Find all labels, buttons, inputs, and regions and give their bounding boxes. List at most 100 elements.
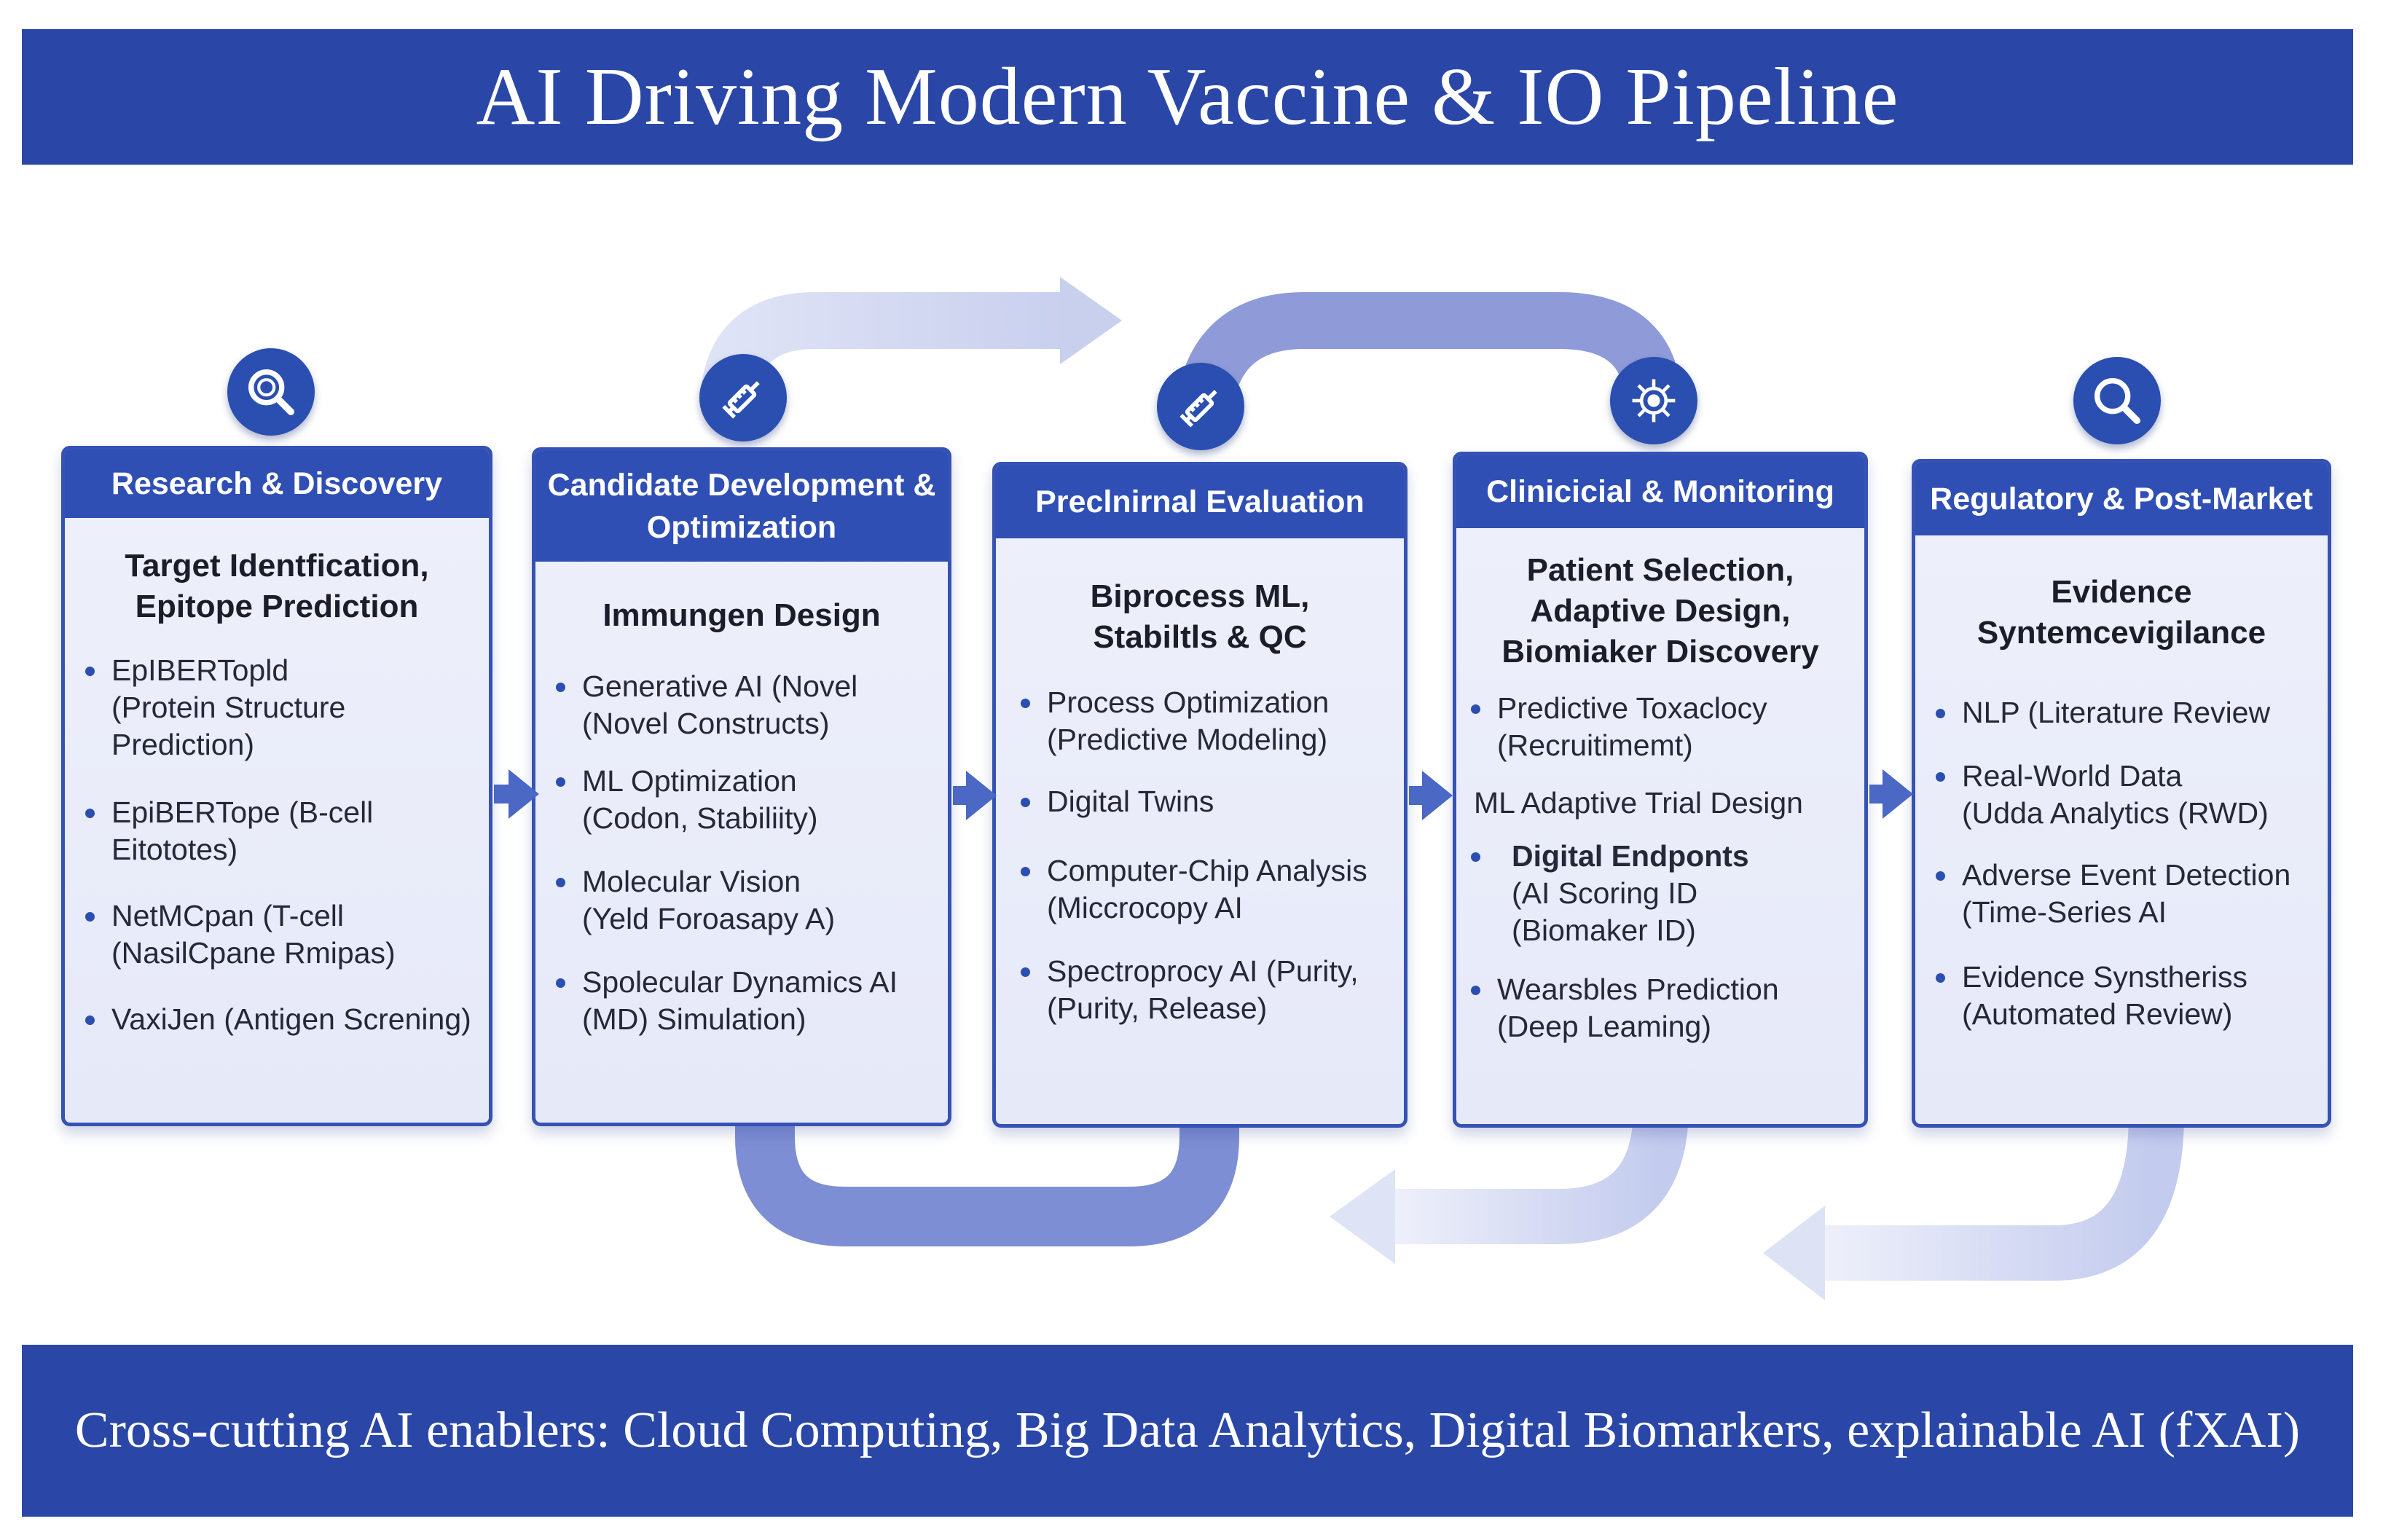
list-item: EpIBERTopld (Protein Structure Prediction… xyxy=(85,652,480,763)
list-item-line: Predictive Toxaclocy xyxy=(1497,691,1767,725)
list-item-line: (Automated Review) xyxy=(1962,997,2233,1031)
stage-subtitle-line: Immungen Design xyxy=(602,597,881,633)
stage-subtitle-line: Syntemcevigilance xyxy=(1976,615,2266,651)
list-item-line: (AI Scoring ID xyxy=(1512,876,1698,910)
list-item-line: (Protein Structure Prediction) xyxy=(111,691,346,761)
stage-header: Clinicicial & Monitoring xyxy=(1456,455,1864,528)
stage-subtitle-line: Epitope Prediction xyxy=(135,589,419,624)
list-item-line: Digital Endponts xyxy=(1512,839,1749,873)
list-item-line: Adverse Event Detection xyxy=(1962,858,2291,892)
stage-header-label: Regulatory & Post-Market xyxy=(1930,482,2313,516)
list-item-line: (Time-Series AI xyxy=(1962,895,2167,929)
list-item-line: (Biomaker ID) xyxy=(1512,914,1696,947)
stage-subtitle-line: Biomiaker Discovery xyxy=(1501,634,1819,669)
stage-header: Preclnirnal Evaluation xyxy=(996,465,1404,538)
footer-text: Cross-cutting AI enablers: Cloud Computi… xyxy=(74,1402,2301,1458)
stage-subtitle: Biprocess ML, Stabiltls & QC xyxy=(996,576,1404,658)
list-item: Digital Endponts(AI Scoring ID (Biomaker … xyxy=(1471,838,1856,949)
list-item: Real-World Data(Udda Analytics (RWD) xyxy=(1936,758,2319,832)
stage-header-label: Candidate Development & Optimization xyxy=(547,468,936,545)
bottom-arrow-1 xyxy=(735,1093,1239,1246)
stage-card-regulatory-post-market: Regulatory & Post-Market Evidence Syntem… xyxy=(1912,459,2331,1128)
stage-subtitle: Patient Selection, Adaptive Design, Biom… xyxy=(1456,550,1864,672)
stage-header-label: Preclnirnal Evaluation xyxy=(1035,484,1365,519)
list-item-line: (Recruitimemt) xyxy=(1497,728,1693,762)
list-item: Digital Twins xyxy=(1021,783,1395,820)
list-item: Spectroprocy AI (Purity,(Purity, Release… xyxy=(1021,953,1395,1027)
bottom-arrow-2-head xyxy=(1330,1169,1395,1264)
stage-header: Regulatory & Post-Market xyxy=(1915,463,2328,535)
list-item: Generative AI (Novel (Novel Constructs) xyxy=(556,668,939,742)
list-item: ML Adaptive Trial Design xyxy=(1471,785,1856,822)
stage-header: Candidate Development & Optimization xyxy=(535,451,948,562)
list-item-line: (Yeld Foroasapy A) xyxy=(582,902,836,935)
stage-subtitle-line: Patient Selection, xyxy=(1526,552,1794,588)
bottom-arrow-3-head xyxy=(1763,1206,1825,1300)
list-item: Predictive Toxaclocy(Recruitimemt) xyxy=(1471,690,1856,764)
list-item-line: Eitototes) xyxy=(111,833,238,866)
stage-card-research-discovery: Research & Discovery Target Identficatio… xyxy=(61,446,492,1126)
list-item: Wearsbles Prediction(Deep Leaming) xyxy=(1471,971,1856,1045)
list-item-line: NetMCpan (T-cell xyxy=(111,899,344,932)
stage-header-label: Research & Discovery xyxy=(111,466,443,501)
list-item: Evidence Synstheriss(Automated Review) xyxy=(1936,959,2319,1033)
chevron-right-icon xyxy=(1422,771,1453,820)
stage-subtitle-line: Target Identfication, xyxy=(125,548,429,584)
list-item-line: (Miccrocopy AI xyxy=(1047,891,1243,924)
list-item-line: ML Adaptive Trial Design xyxy=(1474,786,1803,820)
list-item: NLP (Literature Review xyxy=(1936,694,2319,731)
stage-item-list: EpIBERTopld (Protein Structure Prediction… xyxy=(65,652,489,1038)
list-item-line: Digital Twins xyxy=(1047,785,1214,818)
stage-item-list: Process Optimization (Predictive Modeling… xyxy=(996,684,1404,1027)
list-item: VaxiJen (Antigen Screning) xyxy=(85,1001,480,1038)
list-item: ML Optimization(Codon, Stabiliity) xyxy=(556,763,939,837)
stage-card-candidate-development: Candidate Development & Optimization Imm… xyxy=(532,447,951,1126)
list-item-line: (Codon, Stabiliity) xyxy=(582,801,818,835)
stage-header-label: Clinicicial & Monitoring xyxy=(1486,474,1834,509)
chevron-right-icon xyxy=(509,769,539,819)
list-item: NetMCpan (T-cell (NasilCpane Rmipas) xyxy=(85,897,480,972)
list-item-line: EpIBERTopld xyxy=(111,653,289,687)
list-item: Computer-Chip Analysis(Miccrocopy AI xyxy=(1021,852,1395,927)
virus-icon xyxy=(1610,357,1697,444)
syringe-icon xyxy=(699,354,787,441)
list-item-line: Real-World Data xyxy=(1962,759,2183,793)
bottom-arrow-2 xyxy=(1391,1107,1689,1244)
page-title: AI Driving Modern Vaccine & IO Pipeline xyxy=(476,51,1899,142)
footer-banner: Cross-cutting AI enablers: Cloud Computi… xyxy=(22,1345,2353,1517)
list-item-line: NLP (Literature Review xyxy=(1962,696,2271,729)
list-item-line: Generative AI (Novel xyxy=(582,669,858,703)
stage-subtitle: Immungen Design xyxy=(535,595,948,636)
list-item-line: (Novel Constructs) xyxy=(582,707,830,740)
stage-subtitle-line: Stabiltls & QC xyxy=(1093,619,1307,655)
list-item-line: (Udda Analytics (RWD) xyxy=(1962,796,2269,830)
list-item-line: EpiBERTope (B-cell xyxy=(111,795,374,829)
stage-header: Research & Discovery xyxy=(65,449,489,518)
stage-card-clinical-monitoring: Clinicicial & Monitoring Patient Selecti… xyxy=(1453,452,1868,1128)
magnifier-icon xyxy=(2073,357,2161,444)
stage-item-list: NLP (Literature Review Real-World Data(U… xyxy=(1915,694,2328,1033)
list-item-line: ML Optimization xyxy=(582,764,797,798)
list-item-line: VaxiJen (Antigen Screning) xyxy=(111,1002,471,1036)
stage-item-list: Predictive Toxaclocy(Recruitimemt) ML Ad… xyxy=(1456,690,1864,1045)
list-item-line: (Deep Leaming) xyxy=(1497,1010,1711,1043)
bottom-arrow-3 xyxy=(1821,1114,2184,1281)
list-item-line: (NasilCpane Rmipas) xyxy=(111,936,396,970)
list-item-line: Spectroprocy AI (Purity, xyxy=(1047,954,1359,988)
list-item: Molecular Vision(Yeld Foroasapy A) xyxy=(556,863,939,938)
list-item: Spolecular Dynamics AI(MD) Simulation) xyxy=(556,964,939,1038)
top-arrow-1-head xyxy=(1060,277,1122,364)
stage-subtitle-line: Evidence xyxy=(2051,574,2192,610)
magnifier-icon xyxy=(227,348,315,436)
title-banner: AI Driving Modern Vaccine & IO Pipeline xyxy=(22,29,2353,165)
stage-subtitle-line: Adaptive Design, xyxy=(1530,593,1791,629)
list-item-line: (Predictive Modeling) xyxy=(1047,723,1328,756)
stage-item-list: Generative AI (Novel (Novel Constructs) M… xyxy=(535,668,948,1038)
stage-subtitle: Target Identfication, Epitope Prediction xyxy=(65,546,489,627)
list-item-line: Process Optimization xyxy=(1047,685,1330,719)
stage-subtitle: Evidence Syntemcevigilance xyxy=(1915,572,2328,653)
list-item-line: Evidence Synstheriss xyxy=(1962,960,2247,994)
chevron-right-icon xyxy=(1883,769,1913,819)
list-item: Adverse Event Detection(Time-Series AI xyxy=(1936,857,2319,931)
